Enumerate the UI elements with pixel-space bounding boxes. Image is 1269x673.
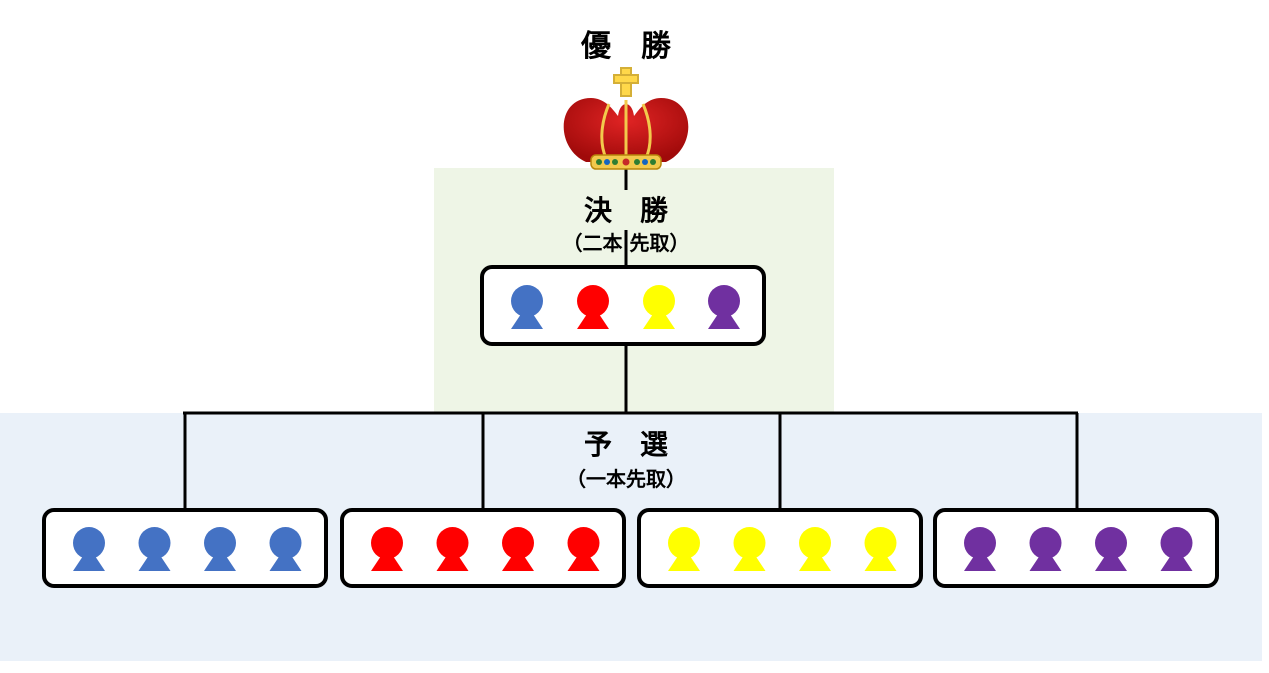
player-icon-yellow [733, 527, 766, 571]
player-icon-red [502, 527, 534, 571]
player-icon-yellow [864, 527, 897, 571]
player-icon-purple [964, 527, 996, 571]
player-icon-red [567, 527, 600, 571]
group-box-purple [933, 508, 1219, 588]
group-box-yellow [637, 508, 923, 588]
preliminary-subtitle: （一本先取） [566, 467, 686, 491]
player-icon-purple [708, 285, 740, 329]
player-icon-blue [204, 527, 236, 571]
player-icon-yellow [799, 527, 831, 571]
player-icon-blue [73, 527, 105, 571]
champion-title: 優 勝 [580, 29, 672, 64]
crown-icon [563, 67, 689, 170]
final-title: 決 勝 [584, 194, 669, 227]
final-box [480, 265, 766, 346]
group-box-blue [42, 508, 328, 588]
player-icon-yellow [668, 527, 700, 571]
player-icon-yellow [643, 285, 675, 329]
bracket-lines [183, 165, 1079, 510]
player-icon-purple [1095, 527, 1127, 571]
group-box-red [340, 508, 626, 588]
player-icon-red [577, 285, 609, 329]
player-icon-blue [269, 527, 302, 571]
player-icon-purple [1160, 527, 1193, 571]
player-icon-red [436, 527, 469, 571]
preliminary-title: 予 選 [584, 428, 668, 461]
player-icon-red [371, 527, 403, 571]
player-icon-blue [511, 285, 543, 329]
preliminary-groups [42, 508, 1219, 588]
final-subtitle: （二本 先取） [563, 231, 690, 255]
player-icon-blue [138, 527, 171, 571]
player-icon-purple [1029, 527, 1062, 571]
